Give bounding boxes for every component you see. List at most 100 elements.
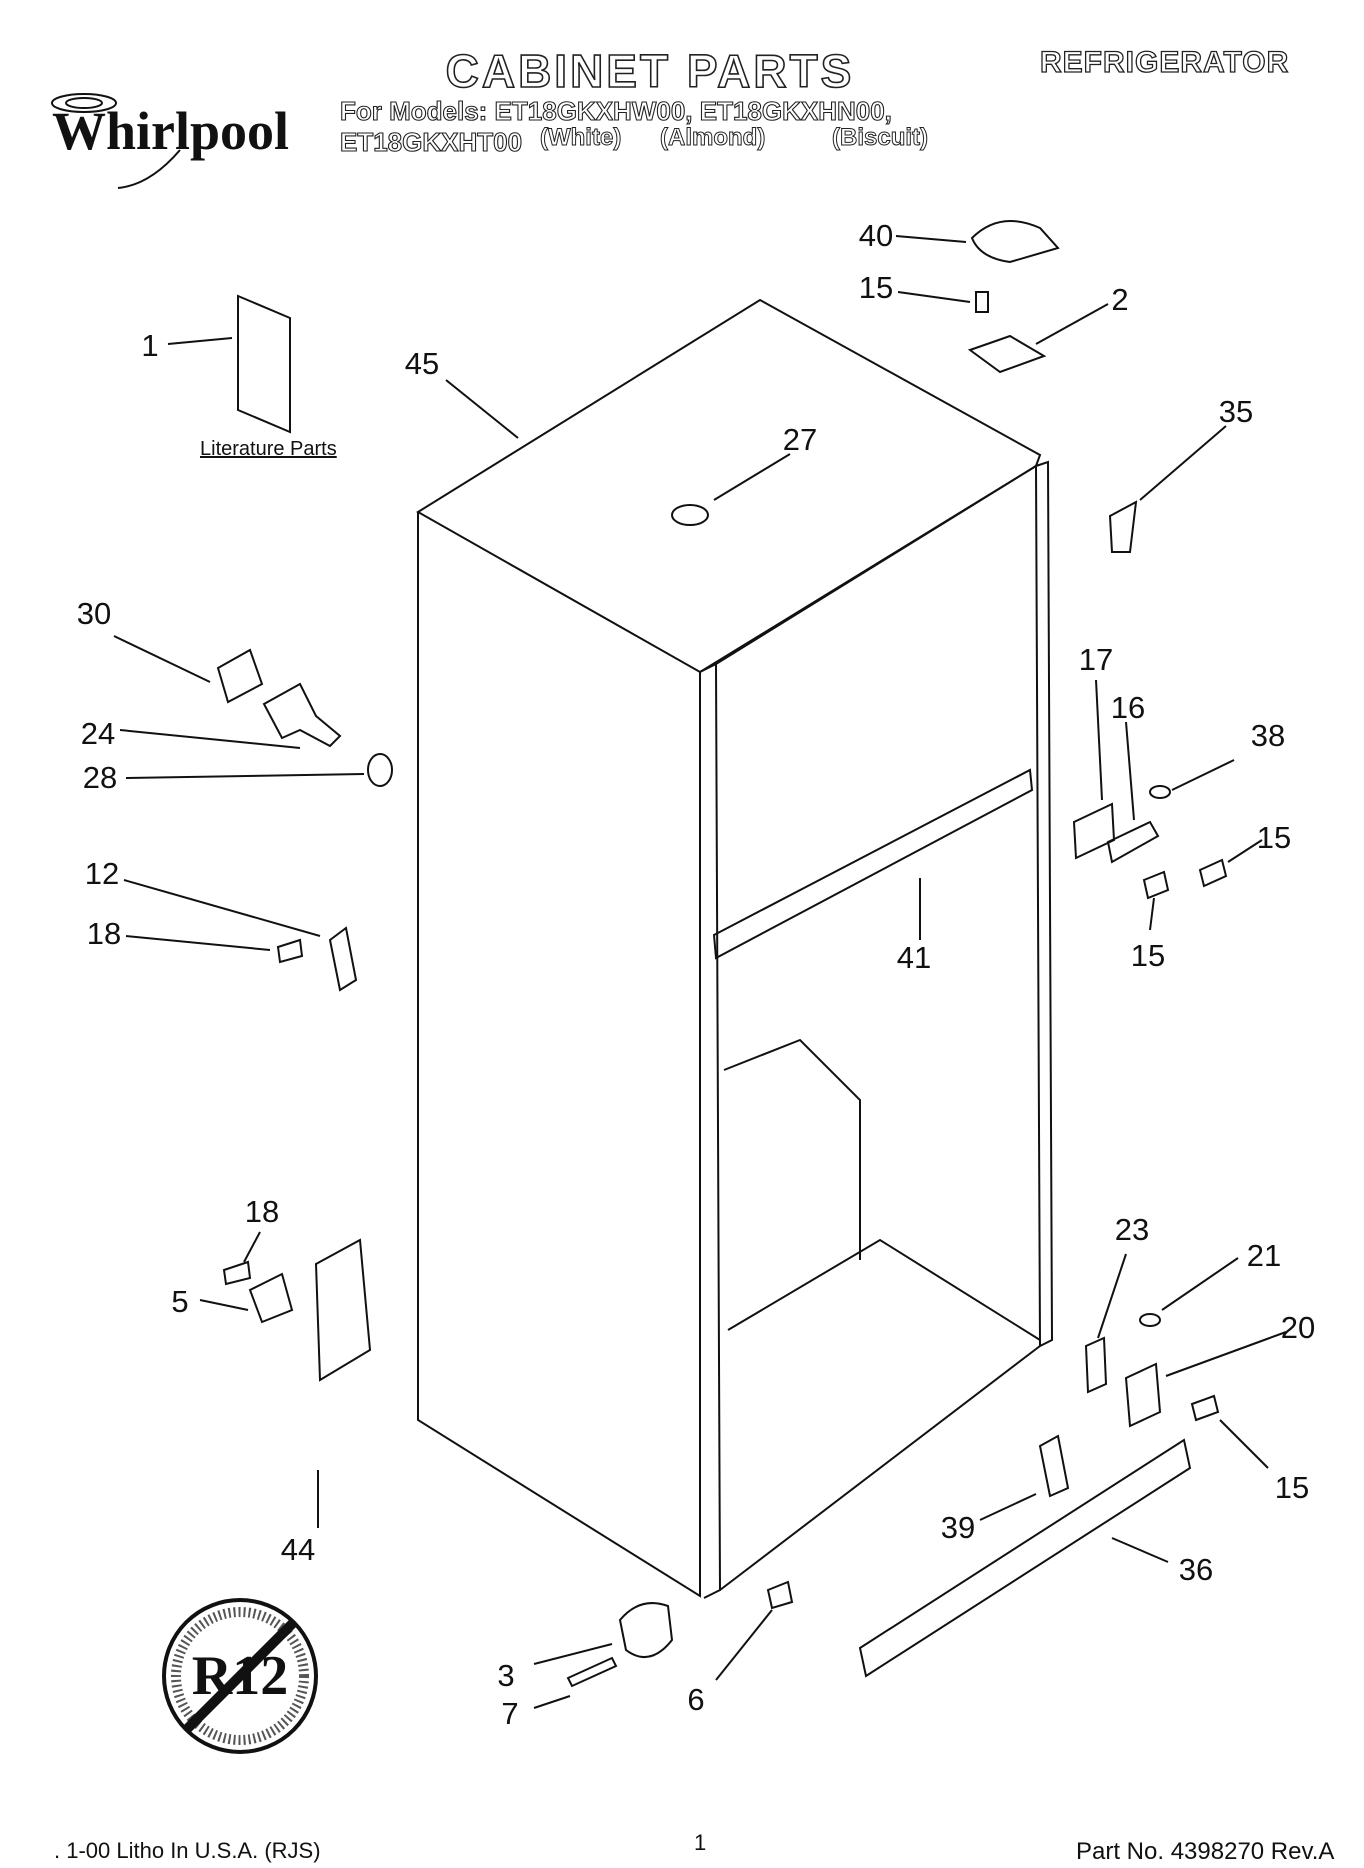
callout-18-upper: 18: [86, 916, 122, 951]
plug-27: [671, 504, 709, 526]
footer-part-number: Part No. 4398270 Rev.A: [1076, 1838, 1335, 1865]
callout-39: 39: [940, 1510, 976, 1545]
callout-20: 20: [1280, 1310, 1316, 1345]
callout-15-top: 15: [858, 270, 894, 305]
clip-39: [1038, 1434, 1070, 1498]
leader-16: [1125, 721, 1135, 821]
callout-45: 45: [404, 346, 440, 381]
r12-badge: [162, 1598, 318, 1754]
cabinet-front-left: [699, 662, 722, 1599]
callout-2: 2: [1111, 282, 1129, 317]
color-almond: (Almond): [659, 124, 766, 152]
screw-15-right: [1198, 858, 1228, 888]
callout-27: 27: [782, 422, 818, 457]
r12-inner: [171, 1607, 309, 1745]
footer-page-number: 1: [694, 1830, 707, 1855]
callout-18-lower: 18: [244, 1194, 280, 1229]
grille-36: [858, 1438, 1192, 1678]
leader-23: [1097, 1253, 1127, 1339]
leader-17: [1095, 679, 1103, 801]
top-hinge-2: [967, 334, 1047, 374]
callout-7: 7: [501, 1696, 519, 1731]
screw-18-lower: [222, 1260, 252, 1286]
leader-20: [1165, 1331, 1287, 1377]
callout-41: 41: [896, 940, 932, 975]
leader-18-upper: [125, 935, 271, 951]
callout-17: 17: [1078, 642, 1114, 677]
cabinet-left-side: [417, 512, 701, 1598]
interior-divider: [723, 1038, 861, 1260]
cover-35: [1108, 500, 1138, 553]
leader-15-mid: [1149, 897, 1155, 931]
spacer-23: [1084, 1336, 1108, 1394]
callout-15-right: 15: [1256, 820, 1292, 855]
screw-top-15: [975, 291, 989, 313]
callout-5: 5: [171, 1284, 189, 1319]
color-white: (White): [539, 124, 622, 152]
leader-40: [895, 235, 967, 243]
clip-12: [328, 926, 358, 992]
leader-7: [533, 1695, 571, 1709]
logo-tail: [117, 149, 181, 189]
washer-38: [1149, 785, 1171, 799]
callout-24: 24: [80, 716, 116, 751]
callout-3: 3: [497, 1658, 515, 1693]
leader-38: [1171, 759, 1235, 791]
pin-7: [566, 1656, 618, 1688]
washer-28: [367, 753, 393, 787]
callout-38: 38: [1250, 718, 1286, 753]
leader-28: [125, 773, 365, 779]
bracket-44: [314, 1238, 372, 1382]
callout-15-bottom: 15: [1274, 1470, 1310, 1505]
r12-text: R12: [191, 1645, 289, 1707]
leader-45: [445, 379, 519, 439]
callout-15-mid: 15: [1130, 938, 1166, 973]
page-title: CABINET PARTS: [445, 44, 855, 98]
callout-1: 1: [141, 328, 159, 363]
callout-23: 23: [1114, 1212, 1150, 1247]
leader-24: [119, 729, 301, 749]
r12-slash: [182, 1618, 298, 1734]
gasket-30: [216, 648, 264, 704]
literature-booklet: [237, 294, 291, 434]
leader-15-bottom: [1219, 1419, 1269, 1469]
literature-parts-label: Literature Parts: [200, 438, 337, 460]
clamp-5: [248, 1272, 294, 1324]
callout-6: 6: [687, 1682, 705, 1717]
leader-36: [1111, 1537, 1169, 1563]
callout-30: 30: [76, 596, 112, 631]
screw-18-upper: [276, 938, 304, 964]
appliance-type: REFRIGERATOR: [1039, 45, 1290, 79]
washer-21: [1139, 1313, 1161, 1327]
roller-3: [618, 1602, 674, 1659]
cabinet-front-right: [1034, 460, 1054, 1348]
leader-2: [1035, 303, 1109, 345]
leader-27: [713, 453, 791, 501]
logo-swoosh: [51, 93, 117, 113]
leader-15-right: [1227, 839, 1263, 863]
callout-16: 16: [1110, 690, 1146, 725]
hinge-bracket-17: [1072, 802, 1116, 860]
bottom-hinge-20: [1124, 1362, 1162, 1428]
divider-bar-41: [712, 768, 1034, 960]
leader-18-lower: [243, 1231, 261, 1263]
footer-litho: . 1-00 Litho In U.S.A. (RJS): [54, 1838, 321, 1863]
callout-28: 28: [82, 760, 118, 795]
callout-12: 12: [84, 856, 120, 891]
screw-15-bottom: [1190, 1394, 1220, 1422]
callout-44: 44: [280, 1532, 316, 1567]
models-line: For Models: ET18GKXHW00, ET18GKXHN00, ET…: [339, 95, 892, 157]
color-biscuit: (Biscuit): [832, 124, 929, 152]
callout-36: 36: [1178, 1552, 1214, 1587]
leader-15-top: [897, 291, 971, 303]
hinge-16: [1106, 820, 1160, 864]
leader-35: [1139, 425, 1227, 501]
cabinet-top: [416, 298, 1042, 674]
screw-15-mid: [1142, 870, 1170, 900]
leader-6: [715, 1609, 773, 1681]
interior-floor: [727, 1238, 1041, 1341]
leader-1: [167, 337, 233, 345]
leader-21: [1161, 1257, 1239, 1311]
hinge-cover-40: [970, 220, 1060, 264]
